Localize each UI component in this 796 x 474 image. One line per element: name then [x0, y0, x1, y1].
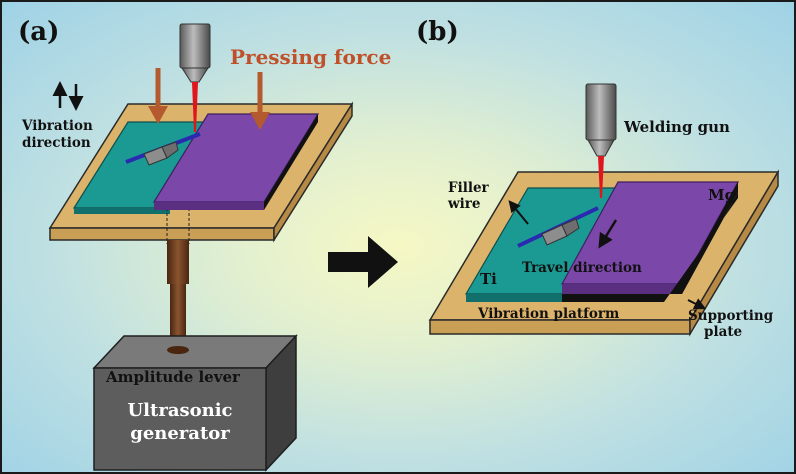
- vibration-platform-label: Vibration platform: [477, 306, 619, 322]
- vibration-arrows-icon: [52, 81, 84, 111]
- travel-direction-arrow-icon: [598, 219, 618, 249]
- supporting-plate-arrow-icon: [687, 298, 707, 310]
- generator-label-line1: Ultrasonic: [127, 400, 232, 421]
- welding-gun-a: [179, 23, 211, 132]
- mg-plate-b: [560, 181, 740, 302]
- travel-direction-label: Travel direction: [522, 260, 642, 276]
- panel-a-letter: (a): [18, 17, 59, 47]
- supporting-plate-label-line2: plate: [704, 324, 742, 340]
- pressing-force-arrows-icon: [148, 68, 270, 130]
- welding-gun-label: Welding gun: [623, 118, 730, 136]
- vibration-direction-label-line1: Vibration: [21, 118, 93, 134]
- ti-label: Ti: [480, 270, 497, 288]
- pressing-force-label: Pressing force: [230, 45, 391, 69]
- filler-wire-label-line1: Filler: [448, 180, 490, 196]
- mg-label: Mg: [708, 186, 736, 204]
- filler-wire-label-line2: wire: [447, 196, 480, 212]
- filler-wire-b: [517, 206, 599, 248]
- amplitude-lever-label: Amplitude lever: [105, 368, 241, 386]
- vibration-direction-label-line2: direction: [22, 135, 91, 151]
- ultrasonic-generator: [92, 334, 298, 472]
- supporting-plate-label-line1: Supporting: [688, 308, 774, 324]
- filler-wire-arrow-icon: [508, 200, 529, 225]
- welding-gun-b: [585, 83, 617, 198]
- transition-arrow-icon: [328, 236, 398, 288]
- filler-wire-a: [125, 132, 201, 166]
- panel-b-letter: (b): [416, 17, 459, 47]
- generator-label-line2: generator: [130, 423, 230, 444]
